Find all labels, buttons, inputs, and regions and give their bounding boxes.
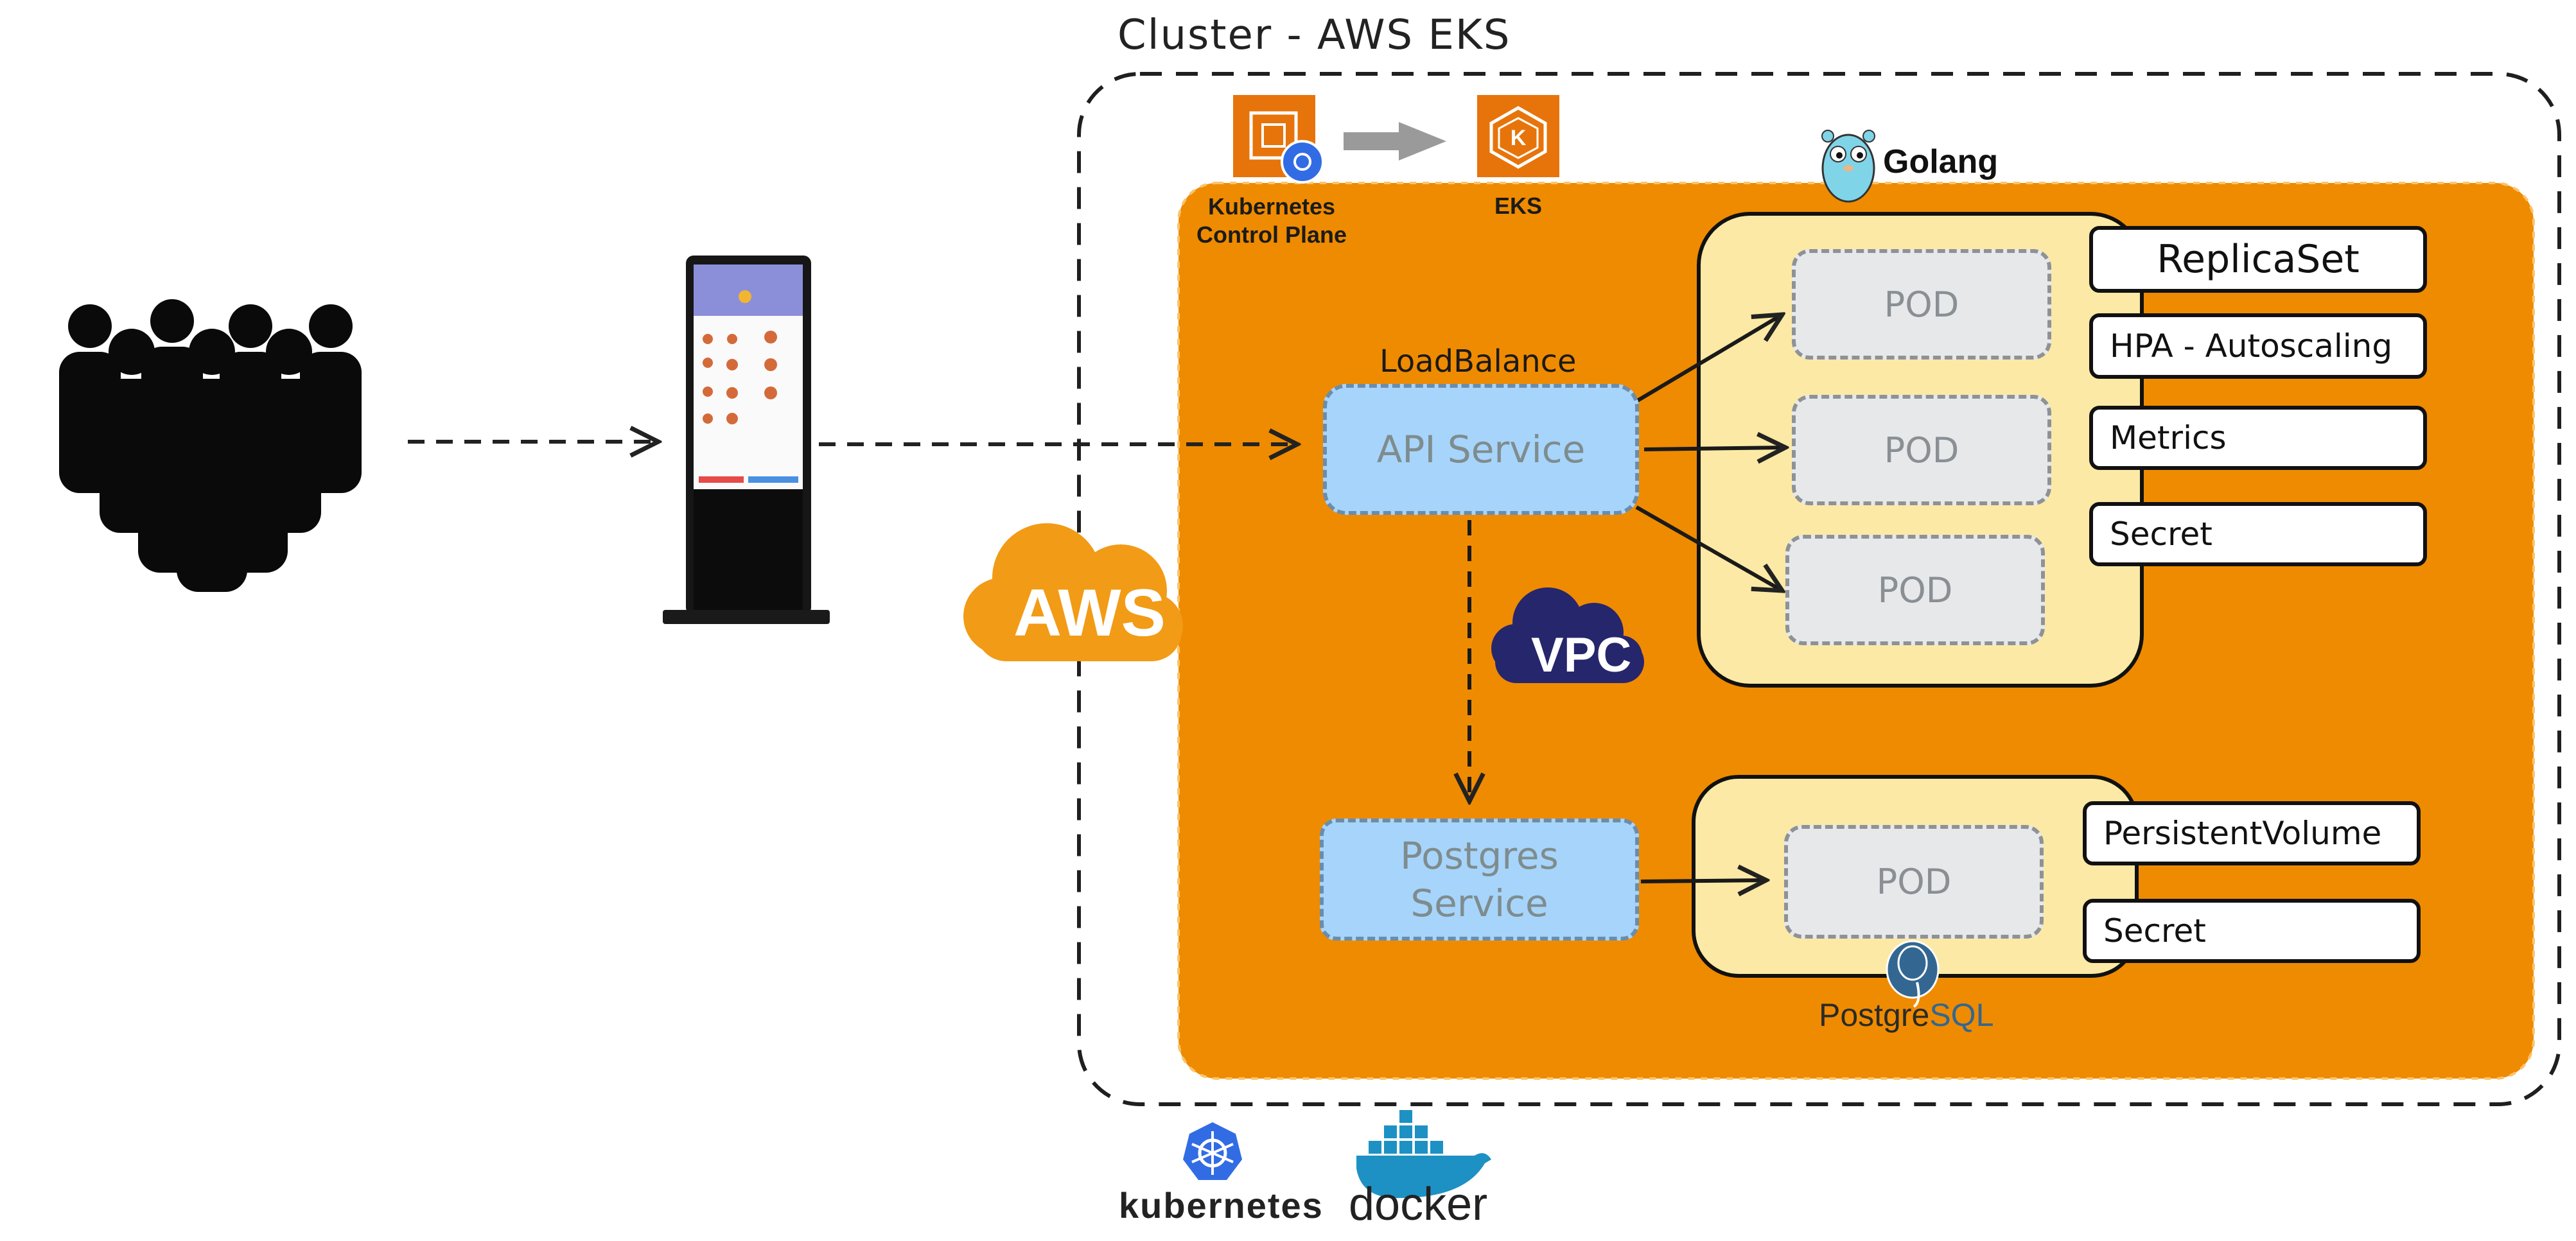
gopher-icon bbox=[1821, 130, 1875, 203]
vpc-cloud-icon bbox=[1491, 587, 1644, 683]
eks-label: EKS bbox=[1494, 193, 1543, 219]
pod-label: POD bbox=[1876, 862, 1952, 902]
postgres-service-box[interactable]: Postgres Service bbox=[1320, 819, 1639, 941]
tag-db-secret: Secret bbox=[2083, 899, 2421, 963]
db-pod[interactable]: POD bbox=[1784, 825, 2044, 939]
api-pod-1[interactable]: POD bbox=[1792, 249, 2051, 360]
api-pod-2[interactable]: POD bbox=[1792, 395, 2051, 505]
pod-label: POD bbox=[1877, 569, 1953, 611]
tag-hpa-autoscaling: HPA - Autoscaling bbox=[2089, 313, 2427, 379]
api-pod-3[interactable]: POD bbox=[1785, 535, 2045, 645]
kubernetes-wordmark: kubernetes bbox=[1119, 1185, 1324, 1226]
api-service-label: API Service bbox=[1376, 428, 1586, 471]
postgresql-logo-text: PostgreSQL bbox=[1819, 996, 1993, 1034]
golang-label: Golang bbox=[1883, 143, 1999, 180]
tag-secret: Secret bbox=[2089, 502, 2427, 566]
eks-icon: K bbox=[1477, 95, 1559, 177]
pod-label: POD bbox=[1884, 430, 1959, 471]
aws-label: AWS bbox=[1013, 576, 1166, 650]
kiosk-icon bbox=[663, 256, 830, 624]
control-plane-label: Kubernetes Control Plane bbox=[1196, 193, 1347, 248]
docker-whale-icon bbox=[1356, 1109, 1491, 1199]
api-service-box[interactable]: API Service bbox=[1323, 384, 1639, 515]
svg-text:K: K bbox=[1511, 126, 1527, 150]
tag-persistentvolume: PersistentVolume bbox=[2083, 801, 2421, 865]
people-crowd-icon bbox=[59, 299, 362, 592]
docker-wordmark: docker bbox=[1349, 1179, 1488, 1230]
aws-cloud-icon bbox=[963, 523, 1183, 661]
postgresql-logo-suffix: SQL bbox=[1929, 997, 1994, 1033]
postgres-service-label-line2: Service bbox=[1410, 881, 1548, 925]
postgresql-logo-prefix: Postgre bbox=[1819, 997, 1930, 1033]
tag-metrics: Metrics bbox=[2089, 406, 2427, 470]
kubernetes-control-plane-icon bbox=[1233, 95, 1324, 184]
tag-replicaset: ReplicaSet bbox=[2089, 226, 2427, 293]
arrow-right-icon bbox=[1344, 122, 1446, 161]
cluster-title: Cluster - AWS EKS bbox=[1117, 12, 1511, 59]
postgresql-elephant-icon bbox=[1886, 940, 1940, 1008]
vpc-label: VPC bbox=[1531, 628, 1632, 682]
pod-label: POD bbox=[1884, 284, 1959, 325]
postgres-service-label-line1: Postgres bbox=[1400, 834, 1559, 878]
loadbalance-label: LoadBalance bbox=[1380, 343, 1577, 379]
kubernetes-wheel-icon bbox=[1183, 1122, 1242, 1180]
